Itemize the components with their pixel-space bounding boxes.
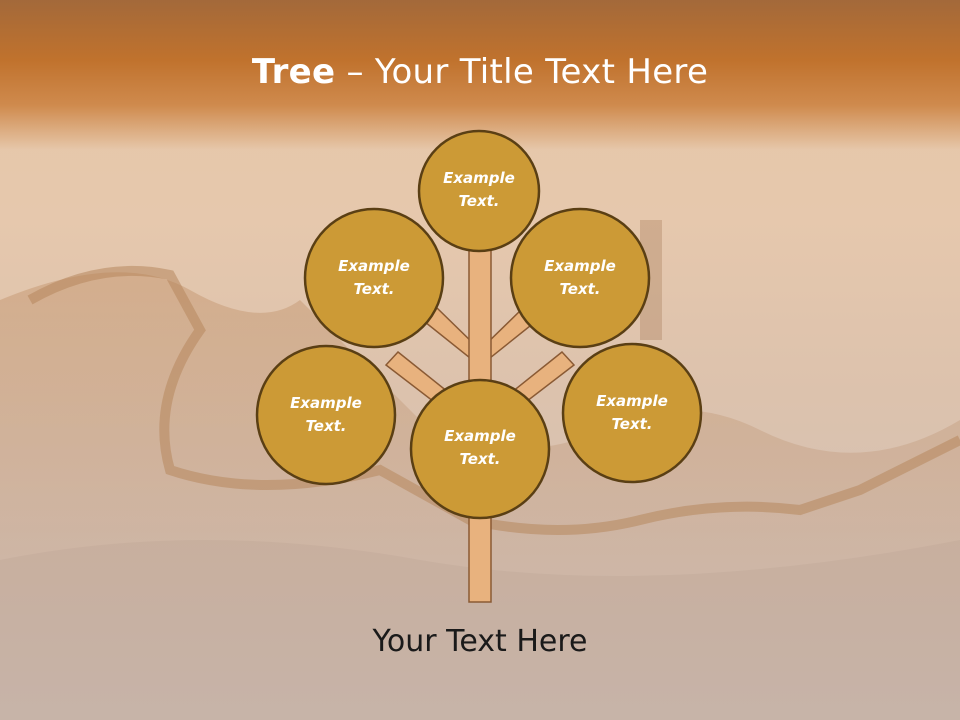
node-circle-center[interactable] xyxy=(409,378,551,520)
node-circle-lower-left[interactable] xyxy=(255,344,397,486)
node-label-center: Example Text. xyxy=(420,425,540,471)
tree-nodes xyxy=(255,129,703,520)
slide-title[interactable]: Tree – Your Title Text Here xyxy=(0,52,960,92)
node-label-top: Example Text. xyxy=(419,167,539,213)
node-label-line1: Example xyxy=(444,427,516,445)
node-label-line2: Text. xyxy=(559,280,601,298)
node-circle-upper-right[interactable] xyxy=(509,207,651,349)
node-label-line2: Text. xyxy=(458,192,500,210)
node-circle-lower-right[interactable] xyxy=(561,342,703,484)
node-label-line1: Example xyxy=(338,257,410,275)
node-label-line2: Text. xyxy=(353,280,395,298)
node-label-line1: Example xyxy=(596,392,668,410)
node-label-line2: Text. xyxy=(459,450,501,468)
node-label-line1: Example xyxy=(290,394,362,412)
node-label-lower-left: Example Text. xyxy=(266,392,386,438)
node-circle-top[interactable] xyxy=(417,129,541,253)
node-label-line2: Text. xyxy=(305,417,347,435)
node-label-lower-right: Example Text. xyxy=(572,390,692,436)
node-label-line1: Example xyxy=(443,169,515,187)
footer-text[interactable]: Your Text Here xyxy=(372,624,588,659)
node-label-line2: Text. xyxy=(611,415,653,433)
node-label-upper-left: Example Text. xyxy=(314,255,434,301)
title-band xyxy=(0,0,960,150)
node-label-line1: Example xyxy=(544,257,616,275)
node-circle-upper-left[interactable] xyxy=(303,207,445,349)
node-label-upper-right: Example Text. xyxy=(520,255,640,301)
title-bold-word: Tree xyxy=(251,52,336,92)
title-text: – Your Title Text Here xyxy=(335,52,709,92)
